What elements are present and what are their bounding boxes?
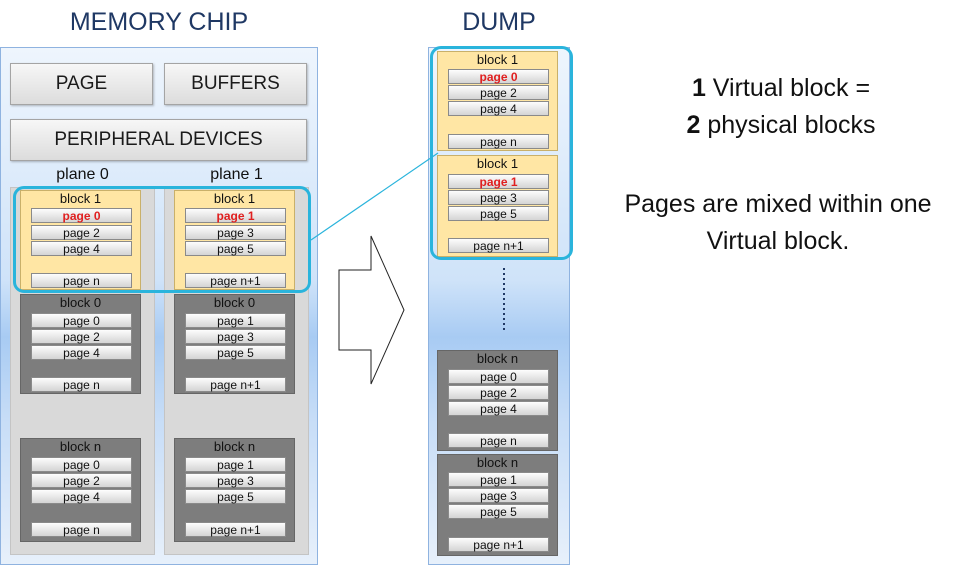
dump-block-n-b: block n page 1 page 3 page 5 page n+1 bbox=[437, 454, 558, 556]
page-cell: page 5 bbox=[185, 345, 286, 360]
page-cell: page n bbox=[31, 377, 132, 392]
page-cell: page 5 bbox=[185, 241, 286, 256]
equation-text-2: physical blocks bbox=[700, 111, 876, 139]
page-cell: page 3 bbox=[185, 473, 286, 488]
page-cell: page n bbox=[31, 522, 132, 537]
equation-number-1: 1 bbox=[691, 74, 706, 102]
chip-plane-1-block-0: block 0 page 1 page 3 page 5 page n+1 bbox=[174, 294, 295, 394]
block-name: block n bbox=[476, 351, 519, 366]
page-cell: page n+1 bbox=[448, 537, 549, 552]
page-cell: page n+1 bbox=[185, 377, 286, 392]
ellipsis-dots bbox=[503, 268, 505, 330]
chip-virtual-block-highlight bbox=[13, 186, 311, 293]
page-cell: page 4 bbox=[448, 101, 549, 116]
plane-1-label: plane 1 bbox=[210, 166, 263, 183]
equation-text-1: Virtual block = bbox=[705, 74, 871, 102]
equation-line-2: 2 physical blocks bbox=[598, 107, 964, 144]
page-cell: page n+1 bbox=[185, 522, 286, 537]
note-line-2: Virtual block. bbox=[706, 227, 850, 255]
page-cell: page 4 bbox=[448, 401, 549, 416]
chip-plane-0-block-0: block 0 page 0 page 2 page 4 page n bbox=[20, 294, 141, 394]
block-name: block n bbox=[476, 455, 519, 470]
block-name: block n bbox=[213, 439, 256, 454]
page-cell: page 1 bbox=[185, 457, 286, 472]
block-name: block 0 bbox=[59, 295, 102, 310]
page-cell: page 5 bbox=[185, 489, 286, 504]
block-name: block 1 bbox=[59, 191, 102, 206]
chip-plane-0-block-n: block n page 0 page 2 page 4 page n bbox=[20, 438, 141, 542]
page-button: PAGE bbox=[10, 63, 153, 105]
dump-block-1-a: block 1 page 0 page 2 page 4 page n bbox=[437, 51, 558, 151]
chip-plane-1-block-1: block 1 page 1 page 3 page 5 page n+1 bbox=[174, 190, 295, 290]
page-cell: page 1 bbox=[448, 472, 549, 487]
equation-line-1: 1 Virtual block = bbox=[598, 70, 964, 107]
page-cell: page n+1 bbox=[448, 238, 549, 253]
plane-0-label: plane 0 bbox=[56, 166, 109, 183]
right-arrow-icon bbox=[338, 235, 405, 385]
page-cell: page 2 bbox=[31, 225, 132, 240]
dump-title: DUMP bbox=[462, 8, 536, 36]
page-cell: page 5 bbox=[448, 206, 549, 221]
equation-number-2: 2 bbox=[686, 111, 701, 139]
dump-virtual-block-highlight bbox=[430, 46, 573, 260]
page-cell: page 5 bbox=[448, 504, 549, 519]
page-cell: page 0 bbox=[31, 313, 132, 328]
note-line-1: Pages are mixed within one bbox=[624, 190, 932, 218]
page-cell: page 2 bbox=[448, 385, 549, 400]
dump-block-n-a: block n page 0 page 2 page 4 page n bbox=[437, 350, 558, 451]
dump-block-1-b: block 1 page 1 page 3 page 5 page n+1 bbox=[437, 155, 558, 257]
virtual-block-equation: 1 Virtual block = 2 physical blocks bbox=[598, 70, 964, 144]
buffers-button: BUFFERS bbox=[164, 63, 307, 105]
page-cell: page n+1 bbox=[185, 273, 286, 288]
page-cell: page 4 bbox=[31, 241, 132, 256]
block-name: block 1 bbox=[476, 156, 519, 171]
page-cell: page 4 bbox=[31, 345, 132, 360]
page-cell: page n bbox=[31, 273, 132, 288]
page-cell: page 2 bbox=[31, 473, 132, 488]
page-cell: page 0 bbox=[31, 208, 132, 223]
page-cell: page 3 bbox=[185, 225, 286, 240]
page-cell: page 0 bbox=[31, 457, 132, 472]
block-name: block n bbox=[59, 439, 102, 454]
page-cell: page 1 bbox=[448, 174, 549, 189]
pages-mixed-note: Pages are mixed within one Virtual block… bbox=[590, 186, 966, 260]
page-cell: page 0 bbox=[448, 369, 549, 384]
page-cell: page 1 bbox=[185, 313, 286, 328]
block-name: block 1 bbox=[213, 191, 256, 206]
block-name: block 1 bbox=[476, 52, 519, 67]
page-cell: page 4 bbox=[31, 489, 132, 504]
page-cell: page 2 bbox=[31, 329, 132, 344]
page-cell: page n bbox=[448, 134, 549, 149]
page-cell: page 3 bbox=[448, 190, 549, 205]
page-cell: page n bbox=[448, 433, 549, 448]
page-cell: page 2 bbox=[448, 85, 549, 100]
chip-plane-0-block-1: block 1 page 0 page 2 page 4 page n bbox=[20, 190, 141, 290]
block-name: block 0 bbox=[213, 295, 256, 310]
page-cell: page 0 bbox=[448, 69, 549, 84]
page-cell: page 1 bbox=[185, 208, 286, 223]
page-cell: page 3 bbox=[448, 488, 549, 503]
page-cell: page 3 bbox=[185, 329, 286, 344]
peripheral-devices-button: PERIPHERAL DEVICES bbox=[10, 119, 307, 161]
memory-chip-title: MEMORY CHIP bbox=[69, 8, 249, 36]
chip-plane-1-block-n: block n page 1 page 3 page 5 page n+1 bbox=[174, 438, 295, 542]
highlight-connector-line bbox=[310, 152, 439, 241]
